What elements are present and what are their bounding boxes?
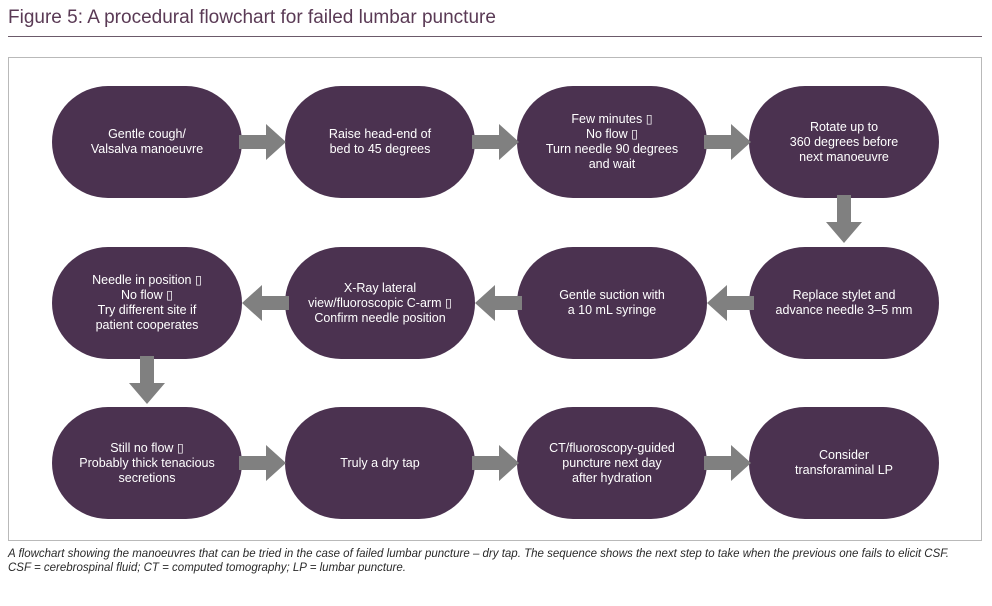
step-gentle-suction: Gentle suction with a 10 mL syringe <box>517 247 707 359</box>
step-replace-stylet: Replace stylet and advance needle 3–5 mm <box>749 247 939 359</box>
arrow-right-icon <box>472 124 519 160</box>
step-try-different-site: Needle in position ▯ No flow ▯ Try diffe… <box>52 247 242 359</box>
figure-title: Figure 5: A procedural flowchart for fai… <box>8 7 496 28</box>
arrow-left-icon <box>707 285 754 321</box>
figure-caption: A flowchart showing the manoeuvres that … <box>8 548 983 575</box>
step-ct-guided-puncture: CT/fluoroscopy-guided puncture next day … <box>517 407 707 519</box>
arrow-right-icon <box>239 124 286 160</box>
step-turn-needle: Few minutes ▯ No flow ▯ Turn needle 90 d… <box>517 86 707 198</box>
arrow-left-icon <box>242 285 289 321</box>
arrow-left-icon <box>475 285 522 321</box>
title-divider <box>8 36 982 37</box>
caption-abbreviations: CSF = cerebrospinal fluid; CT = computed… <box>8 561 406 574</box>
step-still-no-flow: Still no flow ▯ Probably thick tenacious… <box>52 407 242 519</box>
arrow-down-icon <box>826 195 862 243</box>
step-dry-tap: Truly a dry tap <box>285 407 475 519</box>
step-transforaminal-lp: Consider transforaminal LP <box>749 407 939 519</box>
caption-description: A flowchart showing the manoeuvres that … <box>8 548 949 560</box>
arrow-right-icon <box>704 445 751 481</box>
step-gentle-cough: Gentle cough/ Valsalva manoeuvre <box>52 86 242 198</box>
arrow-right-icon <box>704 124 751 160</box>
arrow-right-icon <box>239 445 286 481</box>
step-xray-confirm: X-Ray lateral view/fluoroscopic C-arm ▯ … <box>285 247 475 359</box>
step-rotate-needle: Rotate up to 360 degrees before next man… <box>749 86 939 198</box>
arrow-down-icon <box>129 356 165 404</box>
flowchart-frame: Gentle cough/ Valsalva manoeuvre Raise h… <box>8 57 982 541</box>
step-raise-head-end: Raise head-end of bed to 45 degrees <box>285 86 475 198</box>
arrow-right-icon <box>472 445 519 481</box>
